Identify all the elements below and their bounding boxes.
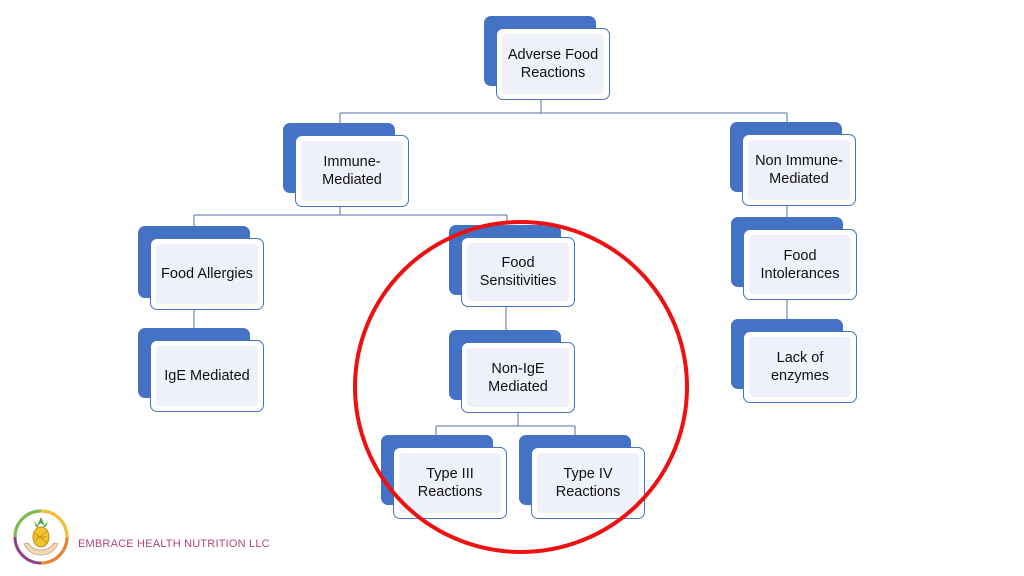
node-label: Food Sensitivities [467, 243, 569, 301]
company-logo [12, 508, 70, 566]
node-label: Food Intolerances [749, 235, 851, 294]
node-label: Type III Reactions [399, 453, 501, 513]
pineapple-in-hands-icon [13, 509, 69, 565]
node-label: Non-IgE Mediated [467, 348, 569, 407]
node-label: Food Allergies [156, 244, 258, 304]
node-label: Immune- Mediated [301, 141, 403, 201]
node-label: Non Immune- Mediated [748, 140, 850, 200]
connector-immune [193, 205, 508, 238]
node-label: Lack of enzymes [749, 337, 851, 397]
company-name: EMBRACE HEALTH NUTRITION LLC [78, 538, 270, 550]
node-label: IgE Mediated [156, 346, 258, 406]
node-label: Type IV Reactions [537, 453, 639, 513]
node-label: Adverse Food Reactions [502, 34, 604, 94]
connector-root [339, 100, 788, 135]
